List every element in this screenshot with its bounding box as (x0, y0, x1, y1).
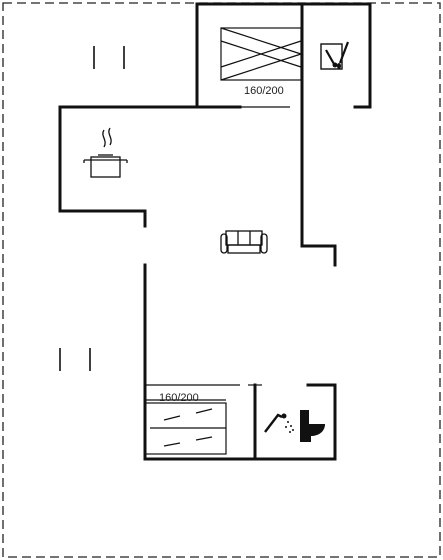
double-bed-icon-lower (144, 402, 227, 455)
cooking-pot-icon (83, 127, 128, 178)
window-marks-lower (59, 348, 91, 371)
bed-size-label-lower: 160/200 (159, 392, 199, 404)
window-marks-upper (93, 46, 125, 69)
laundry-tools-icon (320, 41, 350, 70)
toilet-icon (300, 410, 325, 442)
sofa-icon (220, 230, 268, 254)
partitions (145, 106, 290, 401)
walls (58, 2, 372, 461)
double-bed-icon (220, 27, 302, 81)
bed-size-label-upper: 160/200 (244, 85, 284, 97)
shower-icon (264, 413, 294, 433)
